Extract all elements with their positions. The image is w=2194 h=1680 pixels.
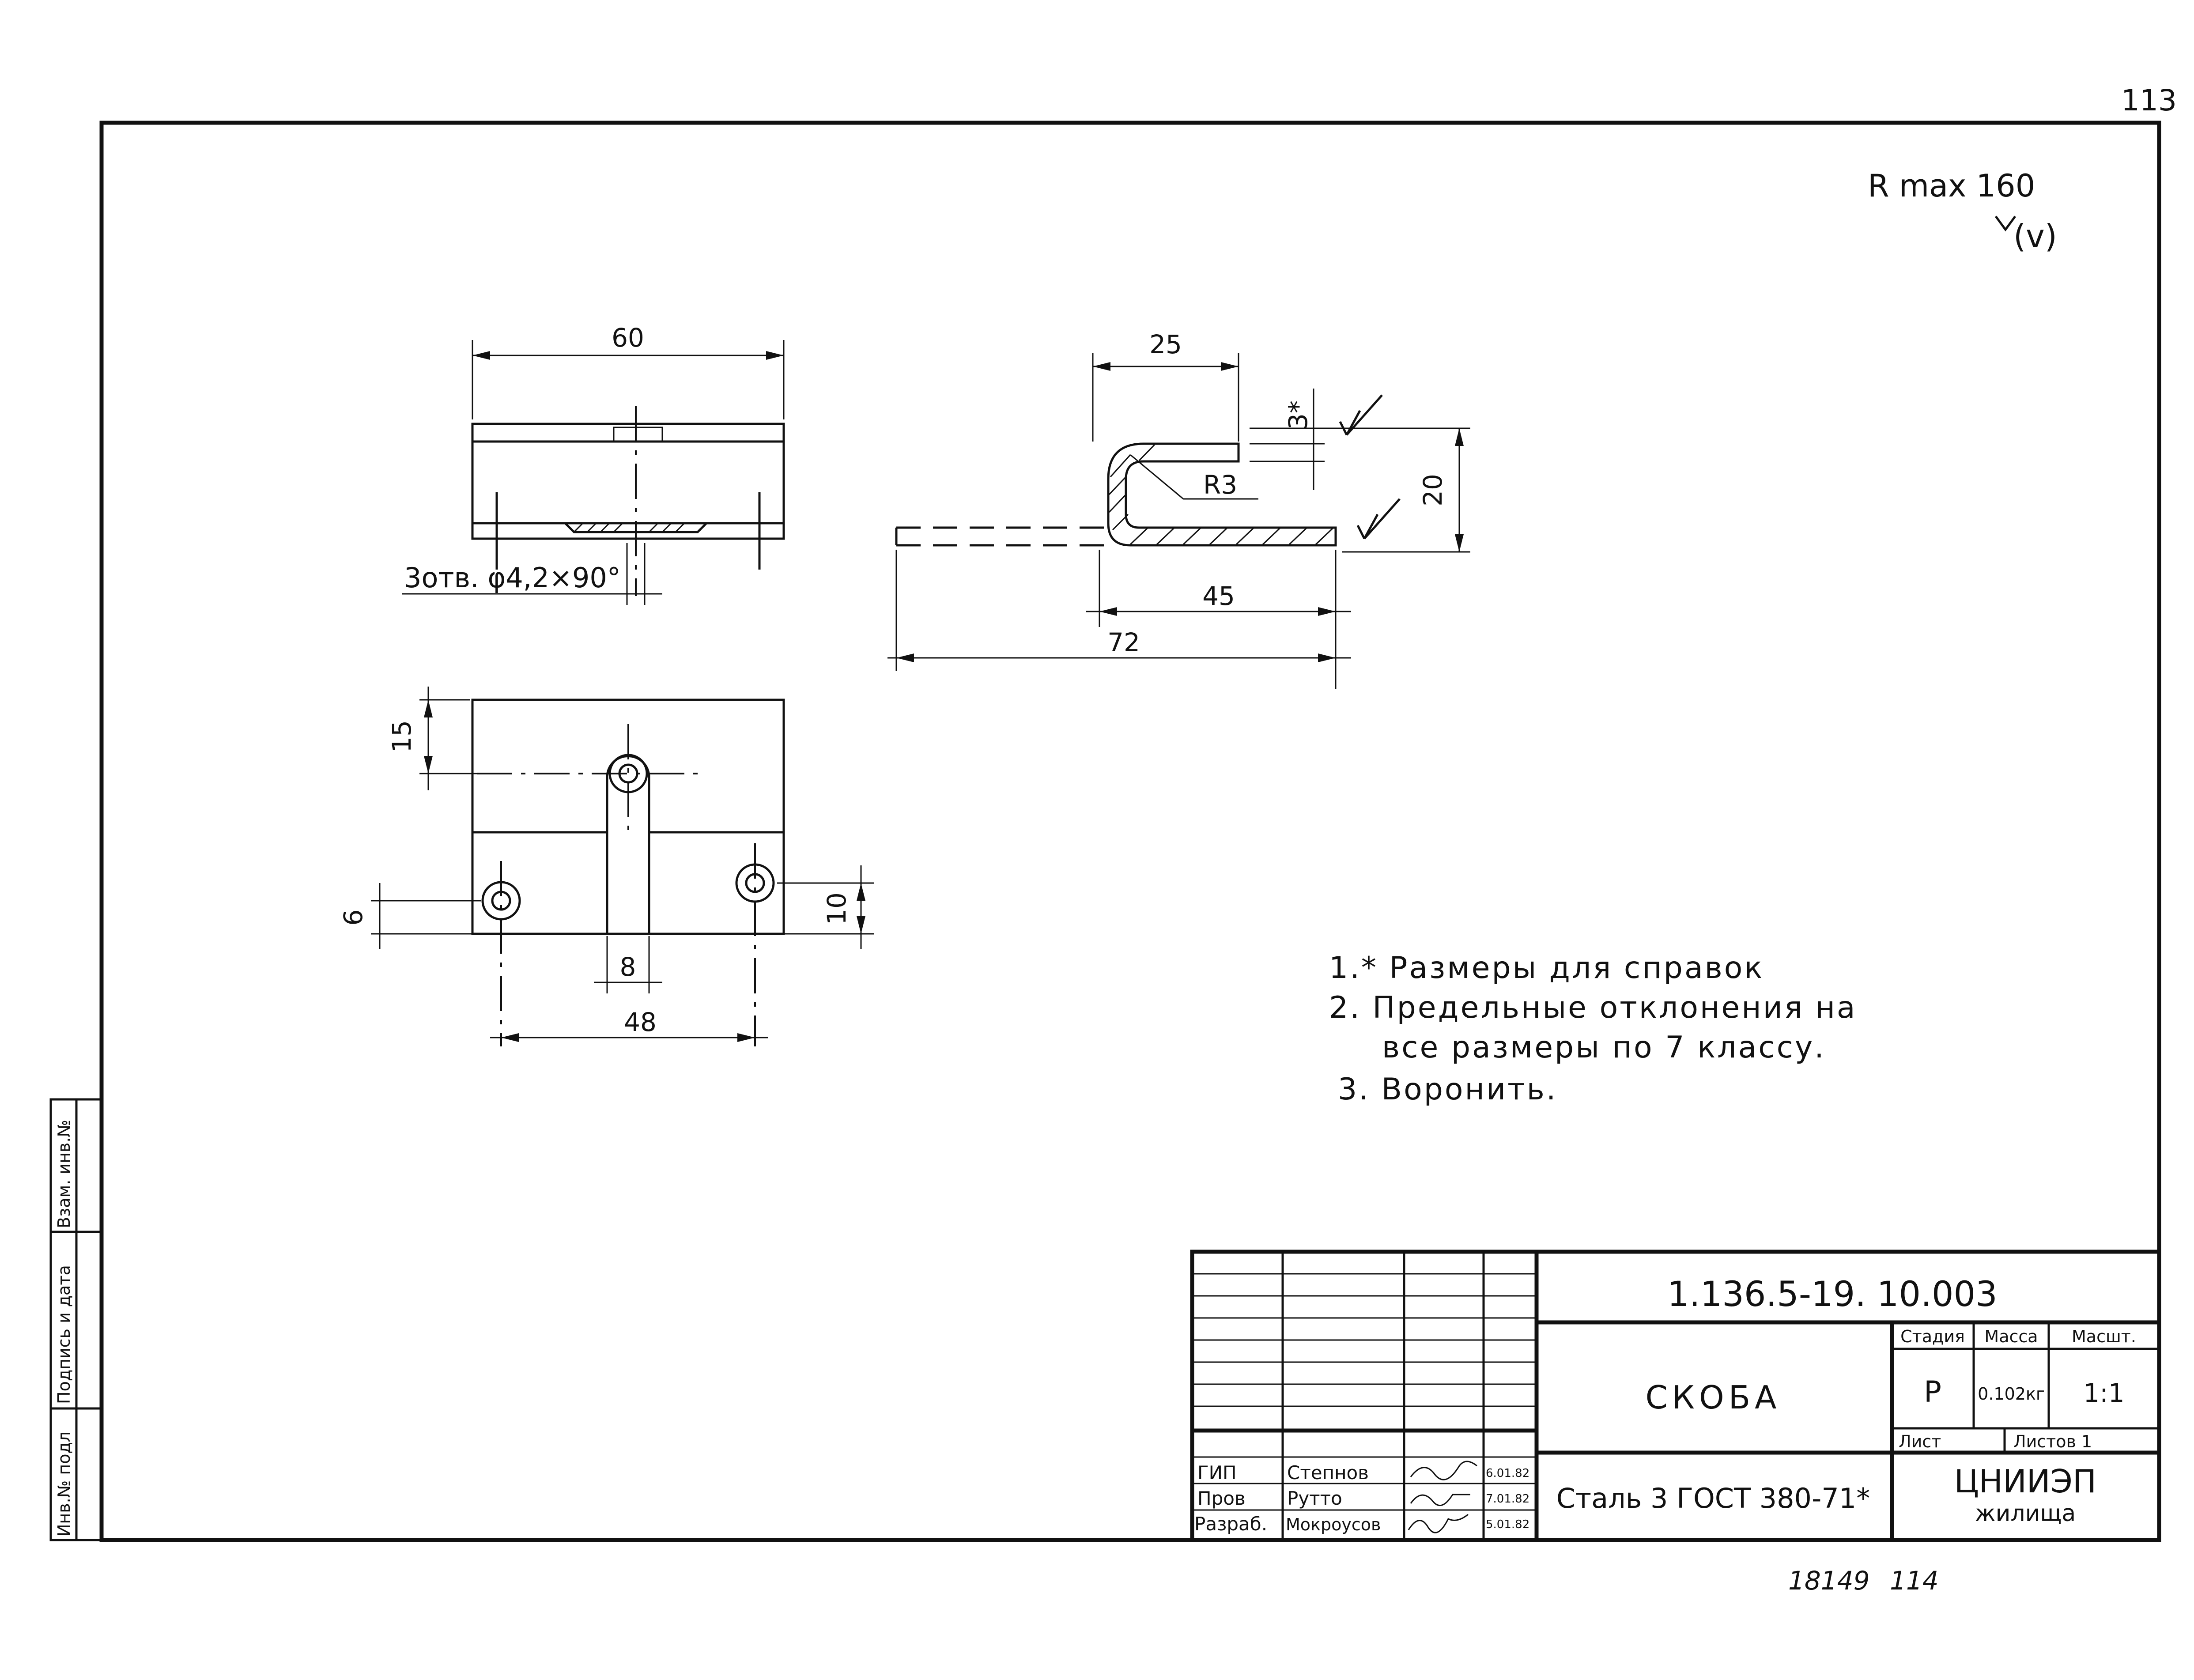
holes-callout: 3отв. φ4,2×90° <box>404 562 621 594</box>
sheets-label: Листов 1 <box>2013 1432 2092 1451</box>
stage-header: Стадия <box>1900 1327 1965 1346</box>
dim-72: 72 <box>1107 627 1140 657</box>
stamp-inv-no: Инв.№ подл <box>54 1431 74 1537</box>
stamp-signature: Подпись и дата <box>54 1265 74 1404</box>
roughness-label: R max 160 <box>1868 168 2035 204</box>
scale-header: Масшт. <box>2072 1327 2136 1346</box>
dim-10: 10 <box>822 892 852 925</box>
name-prov: Рутто <box>1287 1487 1342 1509</box>
dim-48: 48 <box>624 1007 657 1037</box>
name-razrab: Мокроусов <box>1286 1515 1381 1534</box>
signature-razrab <box>1408 1514 1469 1533</box>
title-block: 1.136.5-19. 10.003 СКОБА Сталь 3 ГОСТ 38… <box>1190 1250 2161 1542</box>
date-gip: 6.01.82 <box>1486 1467 1529 1480</box>
scale-value: 1:1 <box>2083 1378 2124 1408</box>
top-view: 60 3отв. φ4,2×90° <box>402 323 785 605</box>
note-3: 3. Воронить. <box>1338 1072 1557 1107</box>
material: Сталь 3 ГОСТ 380-71* <box>1556 1482 1870 1514</box>
note-2-cont: все размеры по 7 классу. <box>1382 1030 1826 1065</box>
mass-value: 0.102кг <box>1978 1384 2045 1404</box>
roughness-check-icon <box>1994 215 2017 232</box>
dim-15: 15 <box>387 720 417 753</box>
profile-view: R3 25 3* 20 45 72 <box>887 329 1470 689</box>
note-2: 2. Предельные отклонения на <box>1329 990 1857 1025</box>
doc-code: 1.136.5-19. 10.003 <box>1667 1275 1998 1314</box>
archive-page: 114 <box>1890 1566 1939 1596</box>
dim-25: 25 <box>1149 329 1182 359</box>
stage-value: Р <box>1924 1375 1941 1409</box>
page-number: 113 <box>2121 83 2177 117</box>
mass-header: Масса <box>1984 1327 2038 1346</box>
dim-45: 45 <box>1202 581 1235 611</box>
roughness-sub: (v) <box>2013 218 2057 255</box>
technical-notes: 1.* Размеры для справок 2. Предельные от… <box>1329 951 1857 1107</box>
org-sub: жилища <box>1975 1500 2076 1527</box>
sheet-frame <box>99 121 2161 1542</box>
note-1: 1.* Размеры для справок <box>1329 951 1764 985</box>
sheet-label: Лист <box>1899 1432 1941 1451</box>
stamp-replaced: Взам. инв.№ <box>54 1120 74 1228</box>
signature-prov <box>1410 1494 1470 1506</box>
date-razrab: 5.01.82 <box>1486 1518 1529 1531</box>
dim-6: 6 <box>338 910 368 926</box>
name-gip: Степнов <box>1287 1462 1369 1484</box>
side-stamp: Инв.№ подл Подпись и дата Взам. инв.№ <box>49 1098 103 1541</box>
weld-mark-icon <box>1356 498 1401 540</box>
dim-20: 20 <box>1418 474 1448 506</box>
org-name: ЦНИИЭП <box>1954 1463 2096 1500</box>
signature-gip <box>1410 1461 1477 1480</box>
role-prov: Пров <box>1197 1487 1246 1509</box>
part-name: СКОБА <box>1646 1379 1781 1416</box>
dim-r3: R3 <box>1203 470 1237 500</box>
dim-60: 60 <box>612 323 644 353</box>
role-gip: ГИП <box>1197 1462 1237 1484</box>
archive-number: 18149 <box>1788 1566 1870 1596</box>
front-view: 15 6 10 8 48 <box>338 687 874 1046</box>
dim-8: 8 <box>620 952 636 982</box>
date-prov: 7.01.82 <box>1486 1492 1529 1506</box>
dim-3-star: 3* <box>1283 400 1313 430</box>
role-razrab: Разраб. <box>1194 1513 1267 1535</box>
